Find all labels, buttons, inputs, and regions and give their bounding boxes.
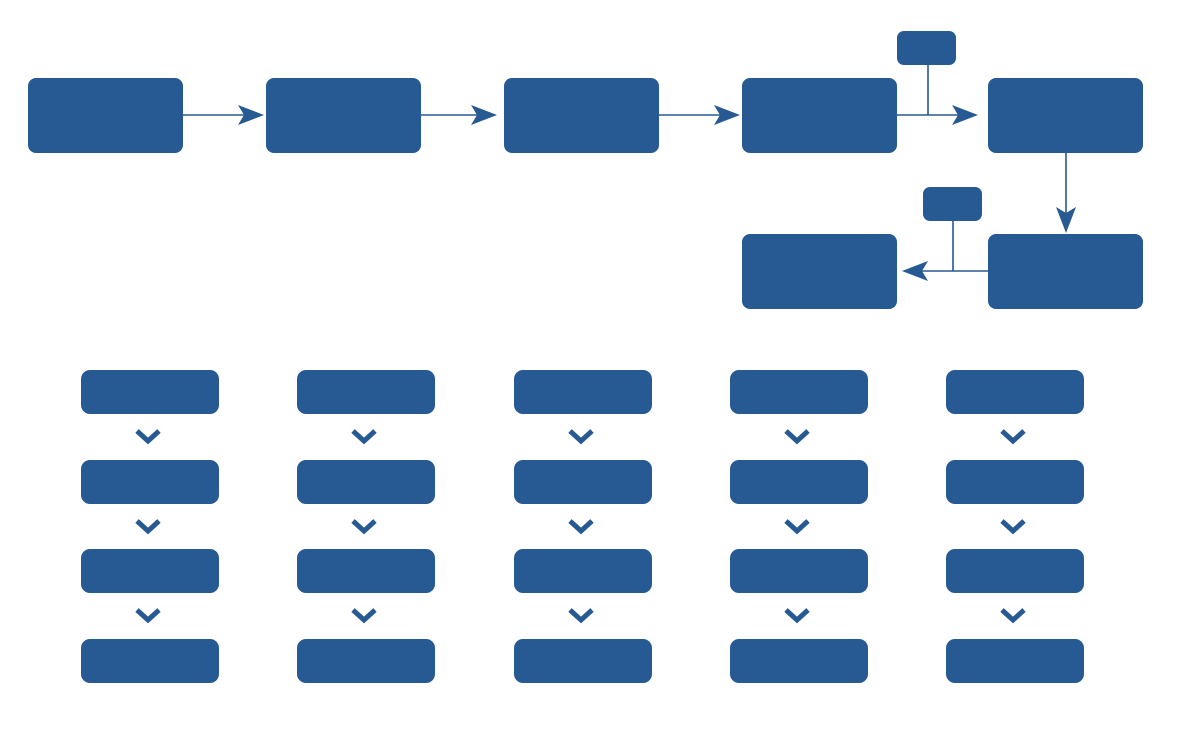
- chevron-down-icon: [1000, 429, 1026, 445]
- column-1-box-3: [81, 549, 219, 593]
- column-2-box-2: [297, 460, 435, 504]
- flow-step-5: [988, 78, 1143, 153]
- flow-tag-1: [897, 31, 956, 65]
- chevron-down-icon: [351, 608, 377, 624]
- chevron-down-icon: [784, 608, 810, 624]
- column-3-box-2: [514, 460, 652, 504]
- flow-step-4: [742, 78, 897, 153]
- arrow-right-icon: [952, 105, 978, 125]
- arrow-right-icon: [238, 105, 264, 125]
- chevron-down-icon: [351, 518, 377, 534]
- flow-step-3: [504, 78, 659, 153]
- column-5-box-4: [946, 639, 1084, 683]
- column-2-box-4: [297, 639, 435, 683]
- flow-step-6: [988, 234, 1143, 309]
- flow-step-2: [266, 78, 421, 153]
- chevron-down-icon: [135, 518, 161, 534]
- chevron-down-icon: [135, 608, 161, 624]
- column-5-box-1: [946, 370, 1084, 414]
- chevron-down-icon: [135, 429, 161, 445]
- arrow-right-icon: [471, 105, 497, 125]
- flow-step-7: [742, 234, 897, 309]
- flow-step-1: [28, 78, 183, 153]
- column-5-box-2: [946, 460, 1084, 504]
- column-4-box-3: [730, 549, 868, 593]
- column-1-box-4: [81, 639, 219, 683]
- arrow-down-icon: [1056, 207, 1076, 233]
- chevron-down-icon: [568, 608, 594, 624]
- chevron-down-icon: [351, 429, 377, 445]
- column-5-box-3: [946, 549, 1084, 593]
- column-4-box-4: [730, 639, 868, 683]
- chevron-down-icon: [1000, 608, 1026, 624]
- chevron-down-icon: [1000, 518, 1026, 534]
- chevron-down-icon: [784, 518, 810, 534]
- arrow-left-icon: [902, 261, 928, 281]
- column-1-box-2: [81, 460, 219, 504]
- column-2-box-3: [297, 549, 435, 593]
- column-3-box-4: [514, 639, 652, 683]
- column-4-box-2: [730, 460, 868, 504]
- chevron-down-icon: [568, 429, 594, 445]
- column-3-box-1: [514, 370, 652, 414]
- column-4-box-1: [730, 370, 868, 414]
- column-1-box-1: [81, 370, 219, 414]
- flow-tag-2: [923, 187, 982, 221]
- arrow-right-icon: [714, 105, 740, 125]
- chevron-down-icon: [784, 429, 810, 445]
- column-3-box-3: [514, 549, 652, 593]
- chevron-down-icon: [568, 518, 594, 534]
- column-2-box-1: [297, 370, 435, 414]
